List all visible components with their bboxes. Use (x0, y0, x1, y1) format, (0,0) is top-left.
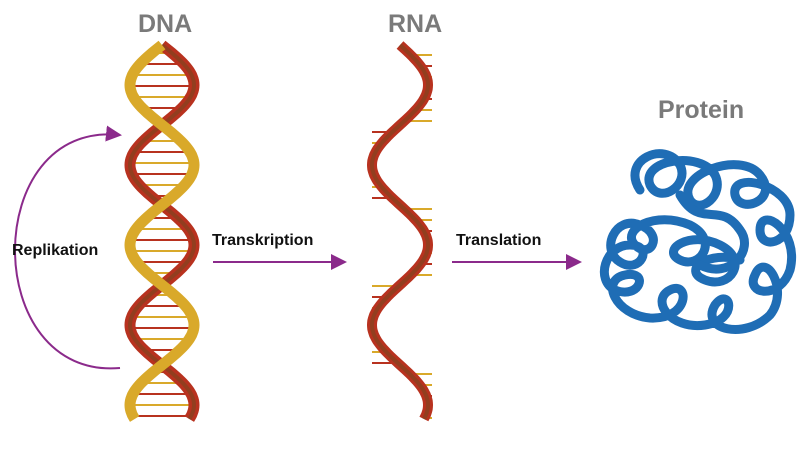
replication-arrow (14, 125, 122, 370)
dna-double-helix (124, 40, 200, 422)
translation-label: Translation (456, 232, 542, 249)
protein-structure-icon (599, 149, 797, 334)
dna-strand-gold (124, 40, 200, 422)
rna-strand-shade (369, 43, 431, 420)
rna-title: RNA (388, 10, 443, 38)
dna-title: DNA (138, 10, 193, 38)
rna-single-helix (366, 41, 434, 422)
replication-label: Replikation (12, 242, 99, 259)
dna-strand-shade (127, 43, 197, 421)
transcription-label: Transkription (212, 232, 314, 249)
protein-title: Protein (658, 96, 745, 124)
